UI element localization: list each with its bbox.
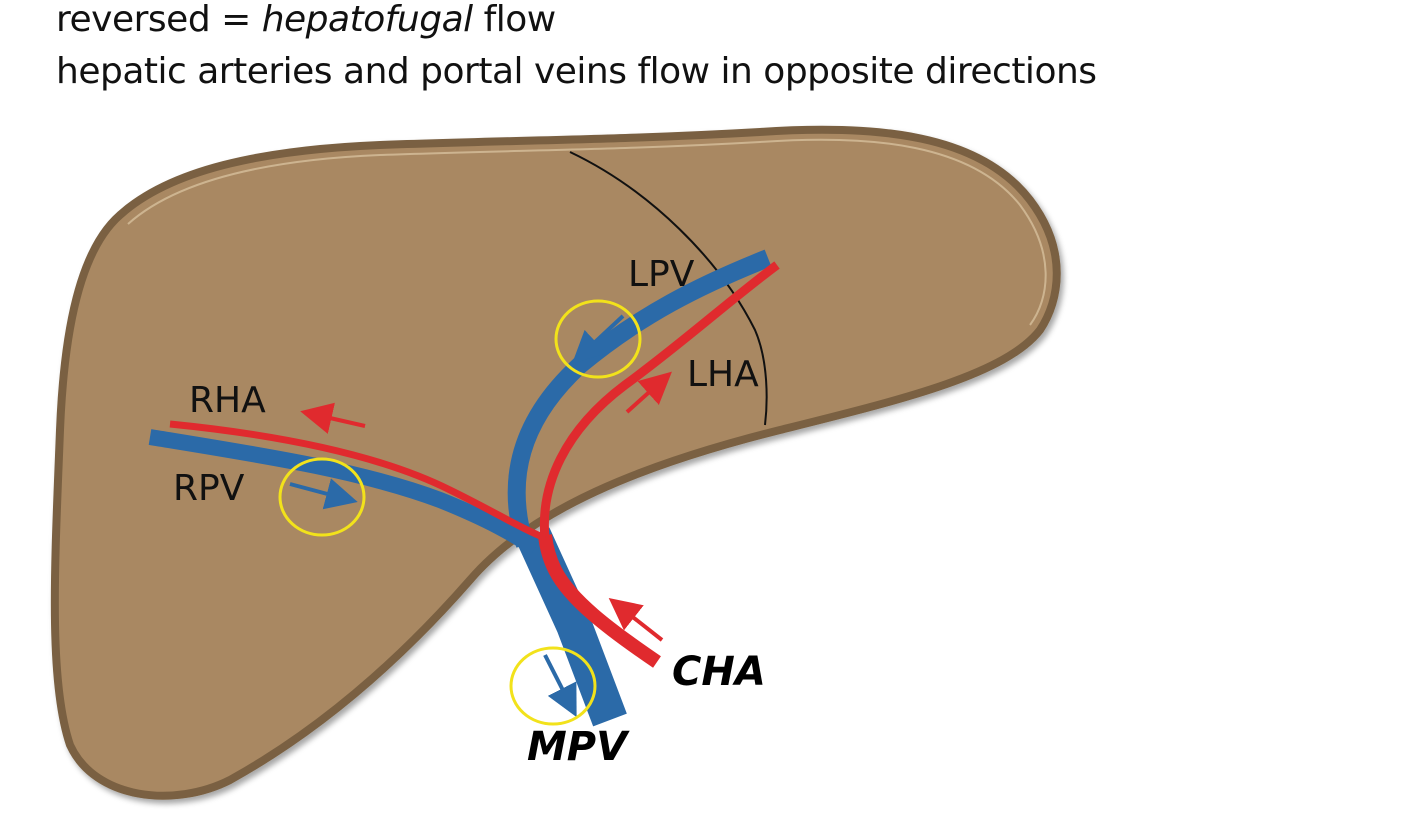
rpv-flow-arrow xyxy=(289,478,358,510)
mpv-highlight-circle xyxy=(509,646,597,726)
heading-line-1-suffix: flow xyxy=(472,0,557,40)
liver-edge-highlight xyxy=(127,138,1047,326)
label-lha: LHA xyxy=(687,354,759,395)
lpv-highlight-circle xyxy=(554,299,642,379)
heading-line-1-prefix: reversed = xyxy=(56,0,262,40)
lha-flow-arrow xyxy=(625,371,672,414)
heading-line-2: hepatic arteries and portal veins flow i… xyxy=(56,51,1097,92)
common-hepatic-artery xyxy=(538,534,661,668)
rha-flow-arrow xyxy=(300,402,366,434)
right-portal-vein xyxy=(148,429,540,555)
label-lpv: LPV xyxy=(628,254,695,295)
heading-line-1-italic: hepatofugal xyxy=(261,0,473,40)
rpv-highlight-circle xyxy=(278,457,366,537)
label-rha: RHA xyxy=(189,380,266,421)
left-hepatic-artery xyxy=(539,261,780,539)
right-hepatic-artery xyxy=(169,420,547,542)
left-portal-vein xyxy=(507,249,772,548)
mpv-flow-arrow xyxy=(543,654,577,718)
label-rpv: RPV xyxy=(173,468,245,509)
cha-flow-arrow xyxy=(608,598,664,642)
lpv-flow-arrow xyxy=(572,314,625,364)
heading-line-1: reversed = hepatofugal flow xyxy=(56,0,556,40)
label-mpv: MPV xyxy=(527,724,630,770)
label-cha: CHA xyxy=(672,649,766,695)
